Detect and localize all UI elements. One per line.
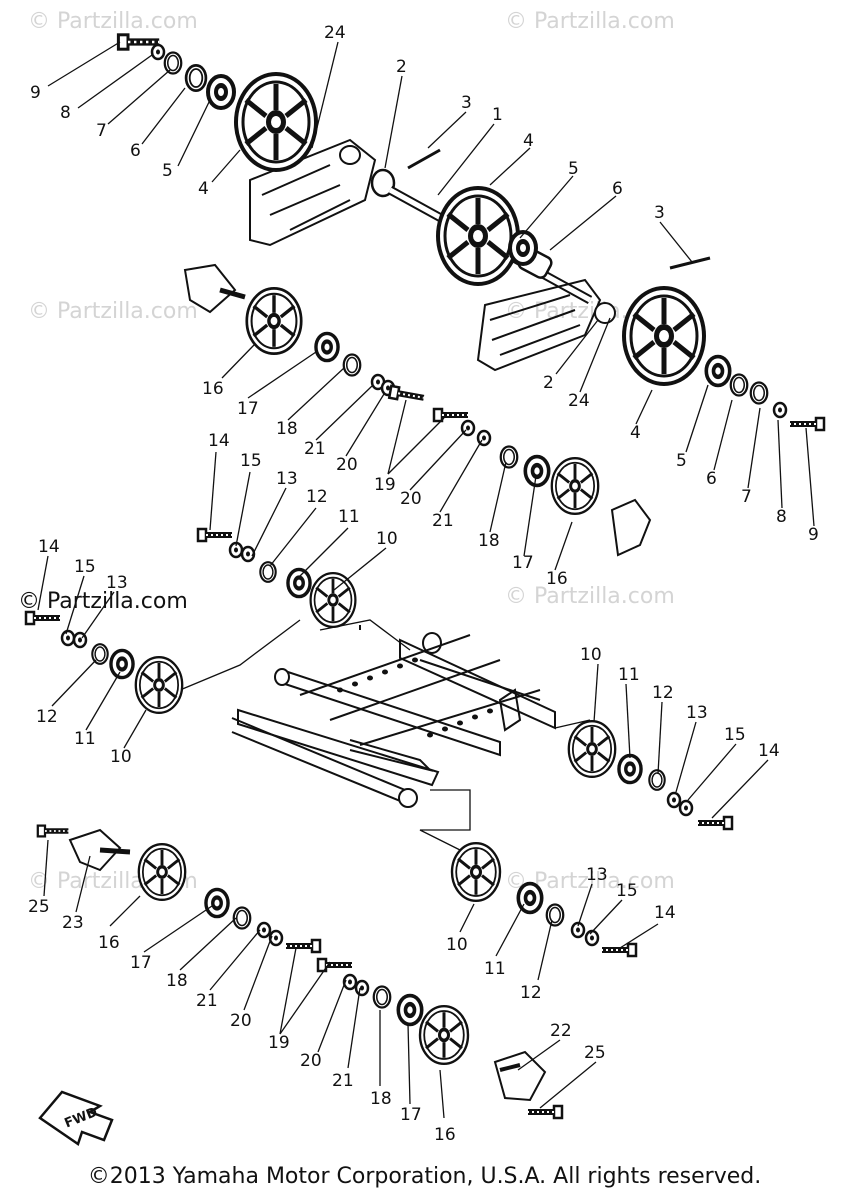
callout-21: 21 <box>196 991 218 1011</box>
callout-4: 4 <box>630 423 641 443</box>
callout-4: 4 <box>523 131 534 151</box>
callout-10: 10 <box>446 935 468 955</box>
watermark: © Partzilla.com <box>505 584 675 609</box>
callout-25: 25 <box>28 897 50 917</box>
callout-12: 12 <box>36 707 58 727</box>
callout-18: 18 <box>166 971 188 991</box>
callout-23: 23 <box>62 913 84 933</box>
suspension-frame <box>179 619 591 856</box>
callout-20: 20 <box>336 455 358 475</box>
callout-13: 13 <box>686 703 708 723</box>
callout-17: 17 <box>400 1105 422 1125</box>
rear-axle-assembly <box>68 138 711 1102</box>
callout-21: 21 <box>432 511 454 531</box>
callout-18: 18 <box>370 1089 392 1109</box>
callout-16: 16 <box>98 933 120 953</box>
callout-5: 5 <box>676 451 687 471</box>
callout-15: 15 <box>616 881 638 901</box>
callout-3: 3 <box>654 203 665 223</box>
watermark-dark: © Partzilla.com <box>18 589 188 614</box>
callout-11: 11 <box>618 665 640 685</box>
callout-7: 7 <box>741 487 752 507</box>
callout-15: 15 <box>240 451 262 471</box>
callout-20: 20 <box>300 1051 322 1071</box>
callout-2: 2 <box>396 57 407 77</box>
watermark: © Partzilla.com <box>28 299 198 324</box>
callout-14: 14 <box>208 431 230 451</box>
callout-3: 3 <box>461 93 472 113</box>
callout-1: 1 <box>492 105 503 125</box>
callout-10: 10 <box>580 645 602 665</box>
callout-24: 24 <box>324 23 346 43</box>
copyright-notice: ©2013 Yamaha Motor Corporation, U.S.A. A… <box>87 1164 762 1189</box>
callout-17: 17 <box>512 553 534 573</box>
callout-20: 20 <box>230 1011 252 1031</box>
callout-24: 24 <box>568 391 590 411</box>
callout-15: 15 <box>74 557 96 577</box>
callout-11: 11 <box>338 507 360 527</box>
callout-10: 10 <box>376 529 398 549</box>
callout-6: 6 <box>130 141 141 161</box>
callout-16: 16 <box>546 569 568 589</box>
watermark: © Partzilla.com <box>28 9 198 34</box>
callout-22: 22 <box>550 1021 572 1041</box>
callout-16: 16 <box>434 1125 456 1145</box>
callout-16: 16 <box>202 379 224 399</box>
forward-direction-arrow: FWD <box>38 1090 114 1146</box>
callout-14: 14 <box>38 537 60 557</box>
callout-4: 4 <box>198 179 209 199</box>
callout-15: 15 <box>724 725 746 745</box>
callout-8: 8 <box>776 507 787 527</box>
callout-25: 25 <box>584 1043 606 1063</box>
callout-18: 18 <box>478 531 500 551</box>
callout-7: 7 <box>96 121 107 141</box>
callout-17: 17 <box>130 953 152 973</box>
callout-2: 2 <box>543 373 554 393</box>
leader-lines <box>37 41 815 1119</box>
callout-6: 6 <box>612 179 623 199</box>
callout-13: 13 <box>586 865 608 885</box>
callout-12: 12 <box>652 683 674 703</box>
callout-5: 5 <box>568 159 579 179</box>
callout-20: 20 <box>400 489 422 509</box>
callout-14: 14 <box>758 741 780 761</box>
callout-9: 9 <box>30 83 41 103</box>
watermark: © Partzilla.com <box>505 9 675 34</box>
callout-numbers: 9 8 7 6 5 4 24 2 3 1 4 5 6 3 2 24 4 5 6 … <box>28 23 819 1145</box>
callout-6: 6 <box>706 469 717 489</box>
callout-19: 19 <box>374 475 396 495</box>
callout-19: 19 <box>268 1033 290 1053</box>
callout-14: 14 <box>654 903 676 923</box>
callout-5: 5 <box>162 161 173 181</box>
callout-10: 10 <box>110 747 132 767</box>
callout-11: 11 <box>484 959 506 979</box>
callout-12: 12 <box>306 487 328 507</box>
callout-17: 17 <box>237 399 259 419</box>
callout-21: 21 <box>304 439 326 459</box>
callout-13: 13 <box>106 573 128 593</box>
callout-8: 8 <box>60 103 71 123</box>
callout-12: 12 <box>520 983 542 1003</box>
callout-18: 18 <box>276 419 298 439</box>
callout-21: 21 <box>332 1071 354 1091</box>
callout-11: 11 <box>74 729 96 749</box>
callout-9: 9 <box>808 525 819 545</box>
callout-13: 13 <box>276 469 298 489</box>
